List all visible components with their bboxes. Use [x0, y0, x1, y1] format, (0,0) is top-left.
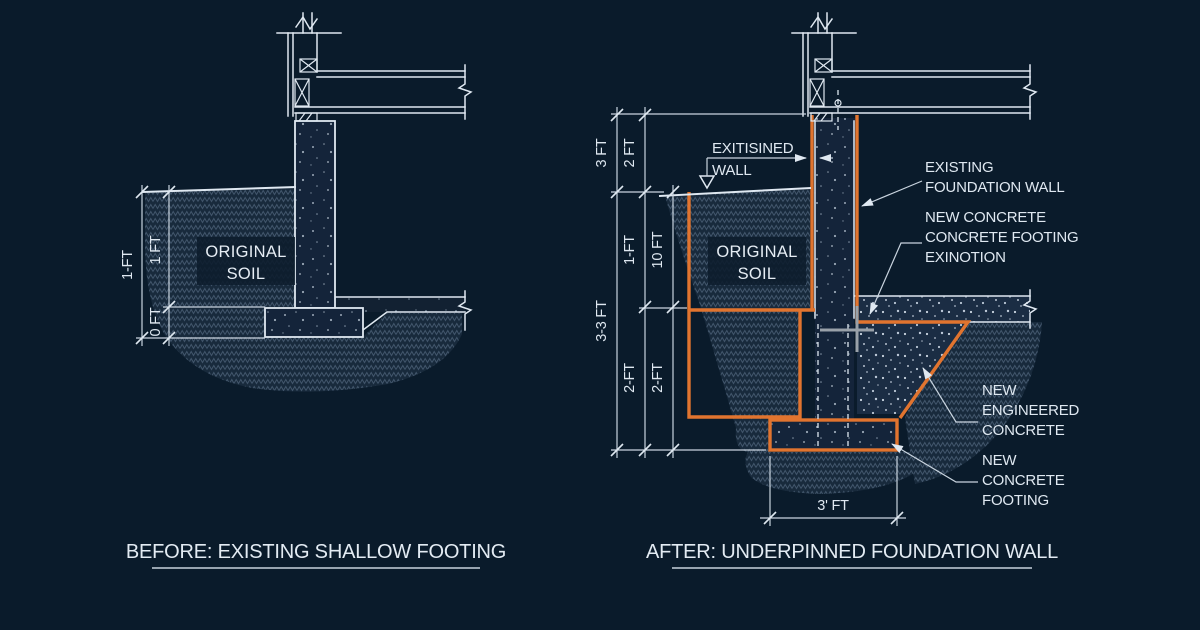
- dim-footing-width: 3' FT: [817, 498, 849, 514]
- soil-label-after-line2: SOIL: [738, 265, 777, 283]
- callout-wall-line2: WALL: [712, 162, 752, 179]
- dim-2ft-low-a: 2-FT: [622, 363, 638, 393]
- callout-wall-line1: EXITISINED: [712, 140, 794, 157]
- dimensions-before: 1-FT 1 FT 0 FT: [120, 185, 265, 346]
- anchor-bolt: [834, 90, 842, 130]
- crosshair-marker: [820, 306, 874, 352]
- callout-new-concrete: NEW CONCRETE CONCRETE FOOTING EXINOTION: [869, 209, 1079, 315]
- new-engineered-concrete-zone: [857, 322, 968, 414]
- slab-break-symbol: [457, 290, 473, 331]
- soil-label-line2: SOIL: [227, 265, 266, 283]
- sill-plate-after: [810, 112, 833, 122]
- soil-hatch-after-left: [665, 189, 810, 452]
- existing-wall-fill: [814, 118, 855, 320]
- framing-before: [276, 12, 473, 122]
- blocking-x-2-after: [809, 78, 825, 107]
- sill-plate: [295, 112, 318, 122]
- framing-after: [791, 12, 1038, 130]
- floor-break-symbol-after: [1022, 64, 1038, 120]
- soil-label-backing-after: [708, 237, 806, 285]
- new-footing-fill: [770, 420, 897, 450]
- after-panel: 3 FT 2 FT 1-FT 10 FT 3-3 FT 2-FT 2-FT 3'…: [594, 12, 1080, 569]
- blocking-x-2: [294, 78, 310, 107]
- callout-existing-line1: EXISTING: [925, 159, 993, 176]
- dim-1ft-mid: 1-FT: [622, 235, 638, 265]
- footing-before: [264, 307, 364, 338]
- blocking-x-1: [299, 58, 318, 73]
- callout-eng-line3: CONCRETE: [982, 422, 1065, 439]
- wall-break-symbol-after: [809, 15, 834, 31]
- dim-10ft: 10 FT: [650, 231, 666, 268]
- callout-newconc-line3: EXINOTION: [925, 249, 1006, 266]
- callout-existing-line2: FOUNDATION WALL: [925, 179, 1065, 196]
- dim-3-3ft: 3-3 FT: [594, 300, 610, 342]
- callout-foot-line1: NEW: [982, 452, 1017, 469]
- callout-eng-line2: ENGINEERED: [982, 402, 1080, 419]
- floor-break-symbol: [457, 64, 473, 120]
- dim-label-lower: 0 FT: [148, 307, 164, 336]
- underpinning-outline: [687, 115, 972, 452]
- callout-foot-line3: FOOTING: [982, 492, 1049, 509]
- callout-existing-wall-top: EXITISINED WALL: [706, 140, 833, 179]
- soil-label-line1: ORIGINAL: [205, 243, 286, 261]
- dim-label-outer: 1-FT: [120, 250, 136, 280]
- blocking-x-1-after: [814, 58, 833, 73]
- dimensions-after: 3 FT 2 FT 1-FT 10 FT 3-3 FT 2-FT 2-FT 3'…: [594, 107, 906, 526]
- dim-2ft-low-b: 2-FT: [650, 363, 666, 393]
- soil-label-after-line1: ORIGINAL: [716, 243, 797, 261]
- before-title: BEFORE: EXISTING SHALLOW FOOTING: [126, 541, 506, 563]
- wall-break-symbol: [294, 15, 319, 31]
- dim-3ft: 3 FT: [594, 138, 610, 167]
- callout-eng-line1: NEW: [982, 382, 1017, 399]
- soil-hatch-under-footing: [745, 452, 920, 494]
- dim-label-upper: 1 FT: [148, 235, 164, 264]
- after-title: AFTER: UNDERPINNED FOUNDATION WALL: [646, 541, 1058, 563]
- callout-existing-foundation-wall: EXISTING FOUNDATION WALL: [861, 159, 1065, 207]
- callout-newconc-line1: NEW CONCRETE: [925, 209, 1046, 226]
- callout-foot-line2: CONCRETE: [982, 472, 1065, 489]
- grade-line-after: [658, 186, 812, 198]
- callout-newconc-line2: CONCRETE FOOTING: [925, 229, 1078, 246]
- soil-label-backing: [197, 237, 295, 285]
- slab-break-symbol-after: [1022, 289, 1038, 329]
- callout-new-engineered-concrete: NEW ENGINEERED CONCRETE: [922, 367, 1080, 439]
- new-footing-outline: [768, 418, 899, 452]
- basement-slab-after: [857, 296, 1030, 322]
- callout-new-concrete-footing: NEW CONCRETE FOOTING: [891, 443, 1065, 509]
- foundation-wall-before: [294, 120, 336, 309]
- before-panel: 1-FT 1 FT 0 FT ORIGINAL SOIL BEFORE: EXI…: [120, 12, 506, 569]
- basement-slab-before: [335, 297, 465, 312]
- dim-2ft-top: 2 FT: [622, 138, 638, 167]
- grade-line-before: [141, 185, 297, 194]
